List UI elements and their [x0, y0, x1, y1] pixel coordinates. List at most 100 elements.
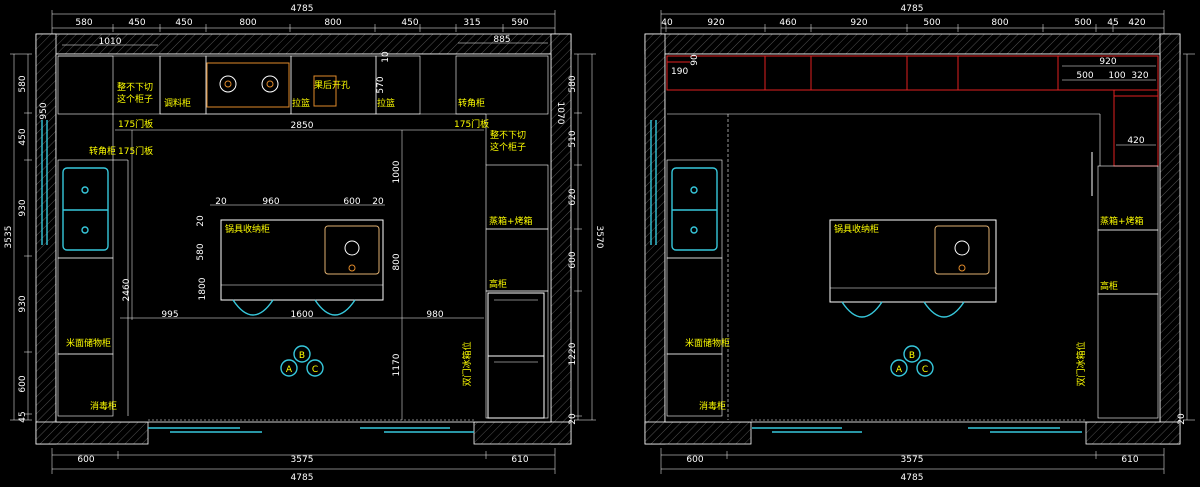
- left-d800: 800: [392, 253, 402, 270]
- left-right-inner: 1070: [555, 102, 565, 125]
- label-corner-top: 转角柜: [458, 97, 485, 109]
- right-d190: 190: [671, 67, 688, 77]
- left-d1600: 1600: [291, 310, 314, 320]
- right-marker-a: A: [896, 365, 903, 375]
- left-d570: 570: [376, 76, 386, 93]
- left-d980: 980: [426, 310, 443, 320]
- right-marker-c: C: [922, 365, 928, 375]
- left-d995: 995: [161, 310, 178, 320]
- left-d1000: 1000: [392, 160, 402, 183]
- label-no-cut-right-1: 整不下切: [490, 129, 526, 141]
- label-corner-left: 转角柜: [89, 145, 116, 157]
- left-inner-dimensions: 2850 570 10 1000 800 1170 2460 995 1600 …: [115, 51, 484, 420]
- left-d1170: 1170: [392, 353, 402, 376]
- left-right-6: 20: [568, 413, 578, 425]
- right-bottom-overall: 4785: [901, 473, 924, 483]
- right-bottom-b: 3575: [901, 455, 924, 465]
- label-sink-board: 果后开孔: [314, 80, 350, 91]
- label-oven: 蒸箱+烤箱: [489, 215, 533, 227]
- left-marker-c: C: [312, 365, 318, 375]
- left-right-2: 510: [568, 130, 578, 147]
- left-top-seg-6: 450: [401, 18, 418, 28]
- label-door-175-2: 175门板: [454, 118, 489, 130]
- right-label-double-door: 双门冰箱位: [1075, 341, 1087, 386]
- right-d920: 920: [1099, 57, 1116, 67]
- right-label-tall: 高柜: [1100, 280, 1118, 292]
- left-bottom-b: 3575: [291, 455, 314, 465]
- left-top-seg-2: 450: [128, 18, 145, 28]
- label-pull-basket-1: 拉篮: [292, 97, 310, 109]
- left-d20b: 20: [372, 197, 384, 207]
- left-bottom-c: 610: [511, 455, 528, 465]
- left-labels: 整不下切 这个柜子 调料柜 拉篮 拉篮 果后开孔 转角柜 175门板 175门板…: [66, 80, 533, 412]
- left-top-seg-7: 315: [463, 18, 480, 28]
- right-top-dimensions: 4785 40 920 460 920 500 800 500 45 420: [660, 4, 1165, 34]
- left-bottom-a: 600: [77, 455, 94, 465]
- left-right-3: 620: [568, 188, 578, 205]
- left-upper-1010: 1010: [99, 37, 122, 47]
- label-seasoning: 调料柜: [164, 97, 191, 109]
- right-top-seg-1: 40: [661, 18, 673, 28]
- left-side-4: 930: [18, 295, 28, 312]
- right-top-seg-6: 800: [991, 18, 1008, 28]
- right-d100: 100: [1108, 71, 1125, 81]
- left-d2850: 2850: [291, 121, 314, 131]
- right-top-seg-9: 420: [1128, 18, 1145, 28]
- label-pull-basket-2: 拉篮: [377, 97, 395, 109]
- left-d10: 10: [381, 51, 391, 63]
- left-marker-b: B: [299, 351, 305, 361]
- left-upper-885: 885: [493, 35, 510, 45]
- right-bottom-dimensions: 600 3575 610 4785: [660, 448, 1165, 483]
- left-d20c: 20: [196, 215, 206, 227]
- left-overall-height: 3535: [4, 226, 14, 249]
- left-side-3: 930: [18, 199, 28, 216]
- left-bottom-overall: 4785: [291, 473, 314, 483]
- label-door-175-3: 175门板: [118, 145, 153, 157]
- right-top-seg-7: 500: [1074, 18, 1091, 28]
- right-top-seg-4: 920: [850, 18, 867, 28]
- label-door-175-1: 175门板: [118, 118, 153, 130]
- right-side-20: 20: [1177, 413, 1187, 425]
- right-upper-cabinets: 190 90 920 500 100 320 420: [666, 54, 1159, 167]
- left-top-seg-5: 800: [324, 18, 341, 28]
- left-side-5: 600: [18, 375, 28, 392]
- right-d90: 90: [690, 54, 700, 66]
- left-d600: 600: [343, 197, 360, 207]
- label-no-cut-top-2: 这个柜子: [117, 93, 153, 105]
- right-label-oven: 蒸箱+烤箱: [1100, 215, 1144, 227]
- label-rice: 米面储物柜: [66, 337, 111, 349]
- right-d320: 320: [1131, 71, 1148, 81]
- right-overall-width: 4785: [901, 4, 924, 14]
- label-tall: 高柜: [489, 278, 507, 290]
- right-plan: 4785 40 920 460 920 500 800 500 45 420 1…: [644, 4, 1195, 483]
- left-d20a: 20: [215, 197, 227, 207]
- left-top-seg-4: 800: [239, 18, 256, 28]
- label-island: 锅具收纳柜: [225, 223, 270, 235]
- left-side-6: 45: [18, 411, 28, 422]
- label-no-cut-right-2: 这个柜子: [490, 141, 526, 153]
- label-disinfect: 消毒柜: [90, 400, 117, 412]
- left-d580: 580: [196, 243, 206, 260]
- left-right-1: 580: [568, 75, 578, 92]
- left-view-markers: B A C: [280, 345, 324, 377]
- left-right-dimensions: 580 510 620 600 1220 20 3570 1070: [555, 53, 604, 425]
- left-d1800: 1800: [198, 277, 208, 300]
- right-side-dimensions: 20: [1177, 53, 1195, 425]
- right-d500: 500: [1076, 71, 1093, 81]
- right-top-seg-2: 920: [707, 18, 724, 28]
- right-top-seg-8: 45: [1107, 18, 1118, 28]
- left-d2460: 2460: [122, 278, 132, 301]
- left-top-seg-1: 580: [75, 18, 92, 28]
- right-cabinets: [650, 113, 1159, 433]
- left-right-overall: 3570: [594, 226, 604, 249]
- left-right-4: 600: [568, 251, 578, 268]
- left-side-dimensions: 3535 580 450 930 930 600 45 950: [4, 53, 49, 423]
- right-walls: [644, 33, 1181, 445]
- right-top-seg-3: 460: [779, 18, 796, 28]
- left-d960: 960: [262, 197, 279, 207]
- left-right-5: 1220: [568, 342, 578, 365]
- right-bottom-c: 610: [1121, 455, 1138, 465]
- left-bottom-dimensions: 600 3575 610 4785: [51, 448, 556, 483]
- right-island: [829, 219, 997, 318]
